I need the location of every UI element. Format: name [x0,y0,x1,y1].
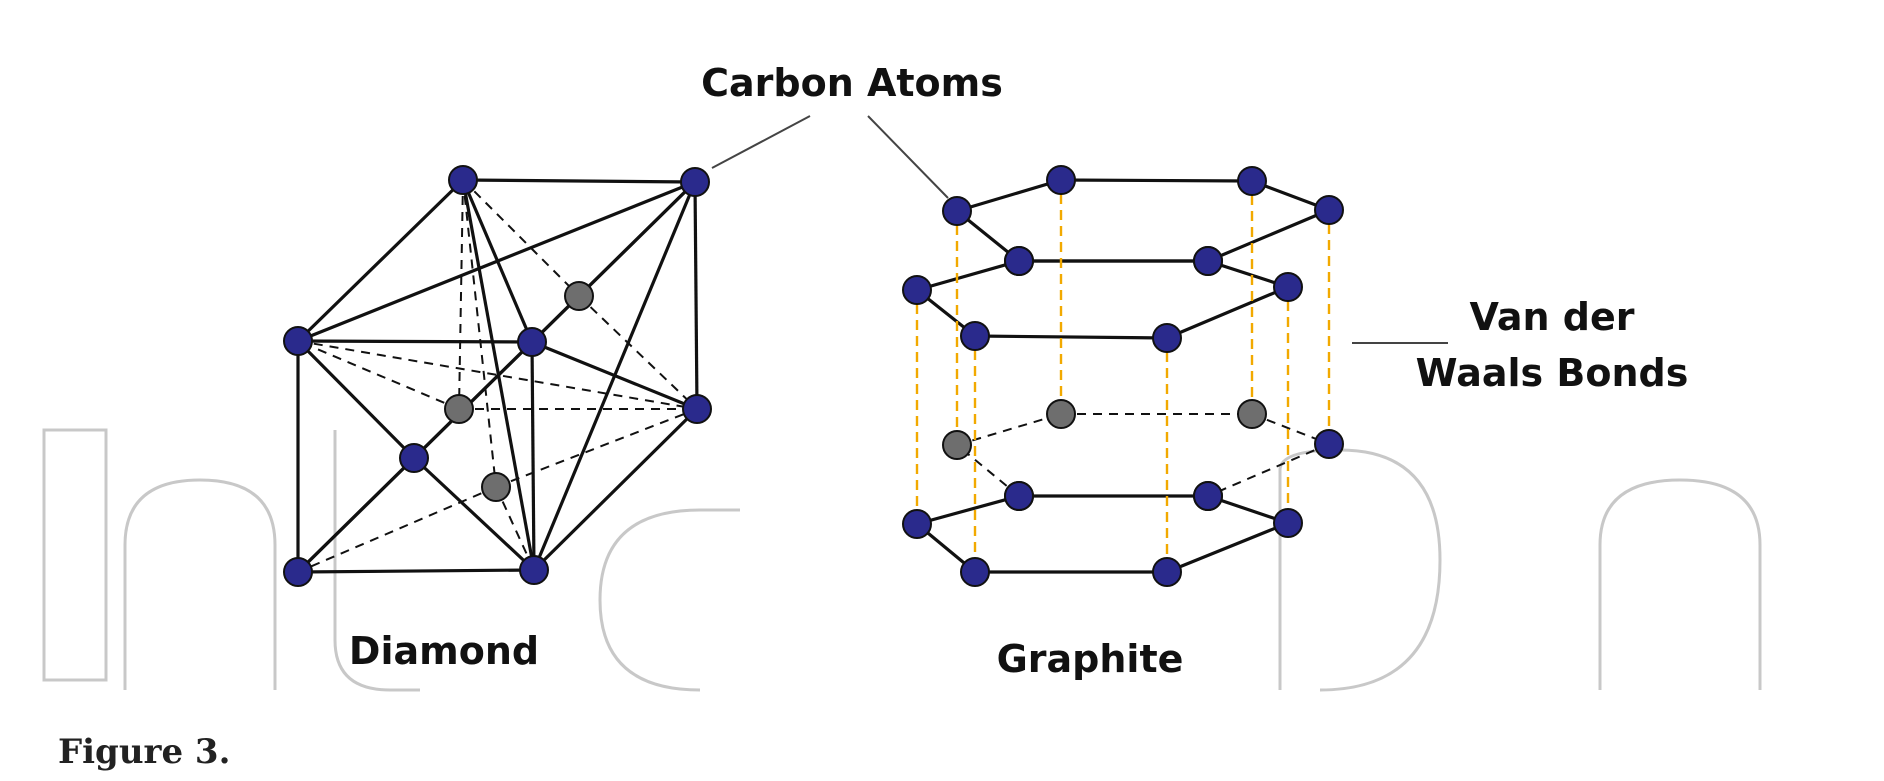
graphite-atom [1193,481,1223,511]
graphite-bond-bottom-layer [1166,521,1289,574]
diamond-bond [297,568,535,574]
graphite-atom [1273,272,1303,302]
graphite-atom [1314,195,1344,225]
diamond-atom [682,394,712,424]
diamond-bond [693,181,699,410]
diamond-dashed-bond [462,179,580,297]
van-der-waals-label-line1: Van der [1470,295,1635,339]
diamond-bond [296,178,465,343]
graphite-bond-upper-layer [974,334,1168,340]
graphite-atom [1237,166,1267,196]
graphite-bond-top-layer [1207,208,1330,263]
diamond-label: Diamond [349,629,539,673]
graphite-bond-bottom-layer [916,494,1020,526]
graphite-atom [1046,165,1076,195]
diamond-dashed-bond [458,179,464,410]
graphite-bond-upper-layer [916,259,1020,292]
diamond-atom [517,327,547,357]
graphite-lattice [902,165,1344,587]
watermark-text: IntechOpen [939,648,945,651]
graphite-atom [1152,557,1182,587]
diamond-atom [519,555,549,585]
diamond-dashed-bond [578,295,698,410]
graphite-atom [1273,508,1303,538]
diamond-bond [531,340,698,411]
diamond-dashed-bond [297,340,698,410]
diamond-atom-hidden [481,472,511,502]
graphite-atom-hidden [942,430,972,460]
diamond-bond [297,339,533,344]
diamond-bond [530,341,536,571]
graphite-bond-hidden-layer [956,413,1062,446]
graphite-atom [960,321,990,351]
graphite-atom [1004,246,1034,276]
diamond-atom [448,165,478,195]
graphite-atom [960,557,990,587]
diamond-atom [399,443,429,473]
graphite-atom [902,275,932,305]
diamond-bond [412,456,536,572]
diamond-dashed-bond [462,179,497,488]
figure-caption: Figure 3. [58,732,231,772]
carbon-atoms-label: Carbon Atoms [701,61,1003,105]
graphite-atom [1152,323,1182,353]
diamond-lattice [283,165,712,587]
diamond-bond [462,178,696,184]
graphite-bond-top-layer [1060,178,1253,183]
graphite-atom [942,196,972,226]
graphite-atom-hidden [1046,399,1076,429]
graphite-atom [1193,246,1223,276]
diamond-atom-hidden [444,394,474,424]
graphite-bond-hidden-layer [1207,443,1330,497]
diamond-atom-hidden [564,281,594,311]
diamond-dashed-bond [495,408,698,488]
diamond-bond [577,180,697,298]
graphite-label: Graphite [997,637,1184,681]
watermark-logo: IntechOpen [42,428,1762,692]
diamond-bond [296,339,416,460]
graphite-atom [902,509,932,539]
graphite-bond-upper-layer [1166,285,1289,340]
van-der-waals-label-line2: Waals Bonds [1416,351,1689,395]
diamond-dashed-bond [297,486,497,573]
diamond-atom [283,557,313,587]
carbon-atoms-leader-right [867,115,949,199]
graphite-atom-hidden [1237,399,1267,429]
carbon-atoms-leader-left [711,115,811,169]
graphite-atom-hidden [1314,429,1344,459]
diamond-atom [680,167,710,197]
diamond-bond [532,407,699,572]
graphite-bond-top-layer [956,178,1062,213]
diamond-dashed-bond [297,340,460,410]
diamond-bond [461,179,534,343]
diamond-atom [283,326,313,356]
graphite-atom [1004,481,1034,511]
